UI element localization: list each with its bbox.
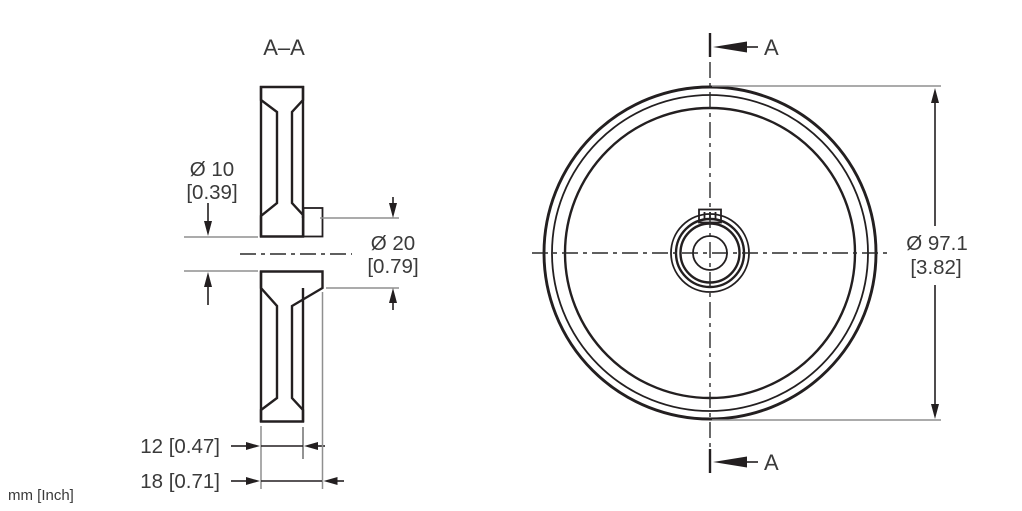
hub-top-arrowhead <box>389 203 397 218</box>
units-note: mm [Inch] <box>8 487 74 504</box>
outer-dim-mm-label: Ø 97.1 <box>906 232 968 255</box>
dim-overall-width: 18 [0.71] <box>140 292 344 493</box>
cut-label-bottom: A <box>764 450 779 475</box>
bore-bottom-arrowhead <box>204 272 212 287</box>
dim-bore: Ø 10 [0.39] <box>184 158 258 305</box>
cut-marker-top: A <box>708 33 779 60</box>
bore-dim-inch-label: [0.39] <box>186 181 237 204</box>
dim-rim-width: 12 [0.47] <box>140 426 325 489</box>
overall-width-label: 18 [0.71] <box>140 470 220 493</box>
outer-bottom-arrowhead <box>931 404 939 419</box>
front-view: A A Ø 97.1 [3.82] <box>532 33 968 475</box>
outer-top-arrowhead <box>931 88 939 103</box>
hub-dim-mm-label: Ø 20 <box>371 232 415 255</box>
lower-cut-hatch-region <box>259 270 324 423</box>
bore-top-arrowhead <box>204 221 212 236</box>
section-view: Ø 10 [0.39] Ø 20 [0.79] 12 [0.47] <box>140 35 418 493</box>
rim-width-label: 12 [0.47] <box>140 435 220 458</box>
upper-cut-hatch-region <box>259 85 305 238</box>
dim-hub: Ø 20 [0.79] <box>320 197 419 310</box>
dim-outer-diameter: Ø 97.1 [3.82] <box>712 85 968 421</box>
overall-width-right-arrowhead <box>323 477 338 485</box>
cut-arrowhead-top <box>713 41 747 53</box>
cut-marker-bottom: A <box>708 449 779 475</box>
overall-width-left-arrowhead <box>246 477 260 485</box>
hub-dim-inch-label: [0.79] <box>367 255 418 278</box>
cut-label-top: A <box>764 35 779 60</box>
bore-dim-mm-label: Ø 10 <box>190 158 234 181</box>
section-label: A–A <box>263 35 305 60</box>
set-screw-thread-boss <box>302 207 324 238</box>
outer-dim-inch-label: [3.82] <box>910 256 961 279</box>
cut-arrowhead-bottom <box>713 456 747 468</box>
rim-width-left-arrowhead <box>246 442 260 450</box>
rim-width-right-arrowhead <box>304 442 318 450</box>
hub-bottom-arrowhead <box>389 288 397 303</box>
